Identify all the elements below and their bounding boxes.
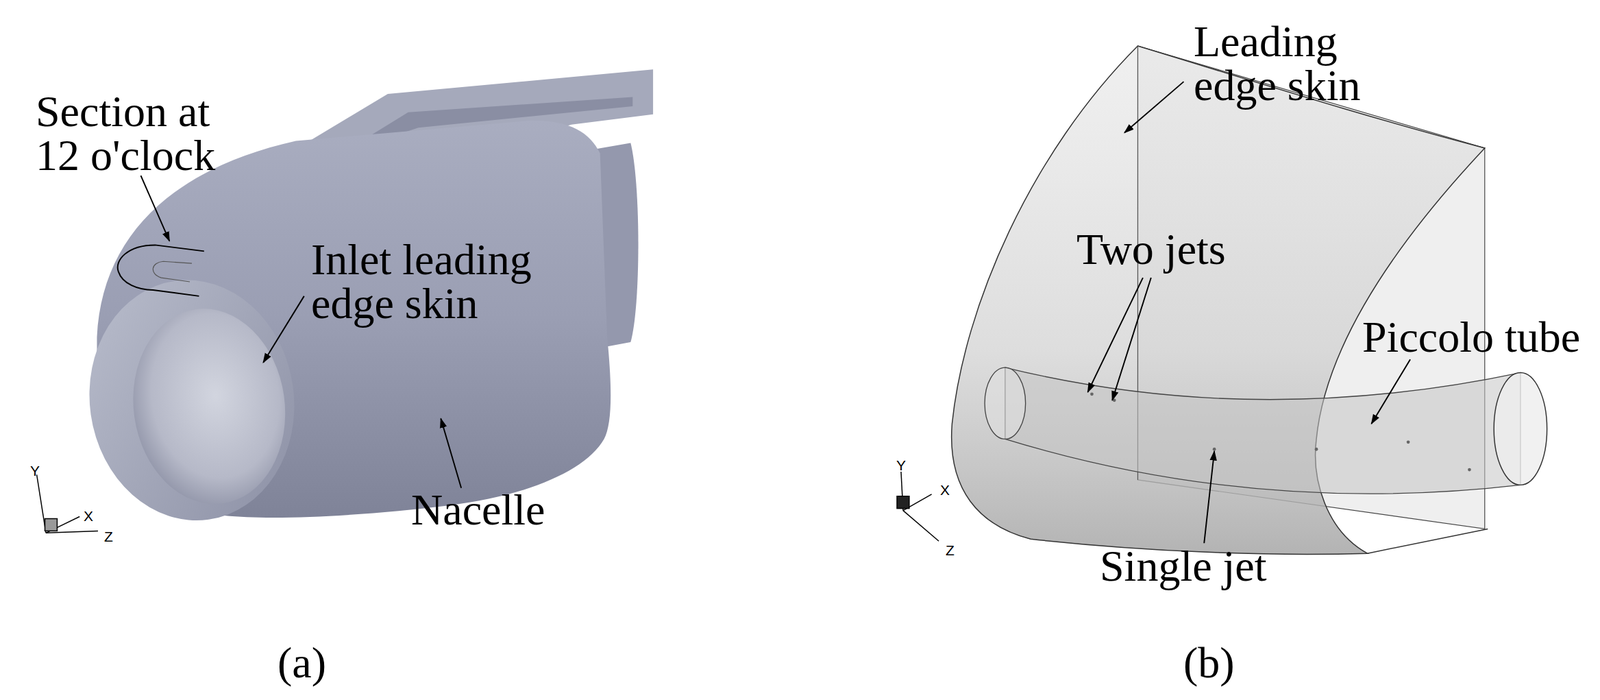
part-label: Piccolo tube — [1362, 315, 1581, 360]
leader-arrow — [1371, 359, 1411, 424]
nacelle-body — [96, 120, 611, 518]
axis-label: Y — [896, 457, 906, 473]
tube-end — [984, 367, 1026, 439]
axis-triad — [37, 474, 98, 533]
part-label: Inlet leading edge skin — [311, 237, 572, 326]
leader-arrow — [1124, 81, 1184, 133]
tube-end — [1493, 372, 1547, 486]
leader-arrow — [1087, 277, 1143, 392]
inlet-lip — [74, 266, 310, 534]
leader-arrow — [1112, 277, 1152, 401]
part-label: Single jet — [1099, 544, 1267, 588]
axis-label: Z — [945, 542, 955, 558]
leader-arrow — [141, 175, 170, 241]
inlet-opening — [120, 298, 298, 514]
part-label: Two jets — [1076, 227, 1226, 272]
jet-holes — [1090, 391, 1472, 471]
axis-label: X — [83, 508, 94, 523]
part-label: Leading edge skin — [1193, 19, 1393, 108]
section-inner — [152, 261, 192, 282]
edge-line — [1367, 528, 1489, 553]
leader-arrow — [263, 296, 305, 363]
piccolo-tube — [1005, 367, 1521, 494]
leader-arrow — [1203, 450, 1215, 543]
part-label: Nacelle — [411, 487, 545, 532]
axis-label: Y — [30, 463, 40, 478]
leader-arrow — [440, 418, 462, 488]
axis-label: X — [940, 482, 950, 497]
panel-label: (a) — [277, 640, 327, 685]
axis-triad — [896, 471, 939, 541]
panel-label: (b) — [1183, 640, 1235, 685]
section-outline — [117, 244, 205, 296]
axis-label: Z — [104, 528, 114, 544]
part-label: Section at 12 o'clock — [35, 89, 242, 178]
